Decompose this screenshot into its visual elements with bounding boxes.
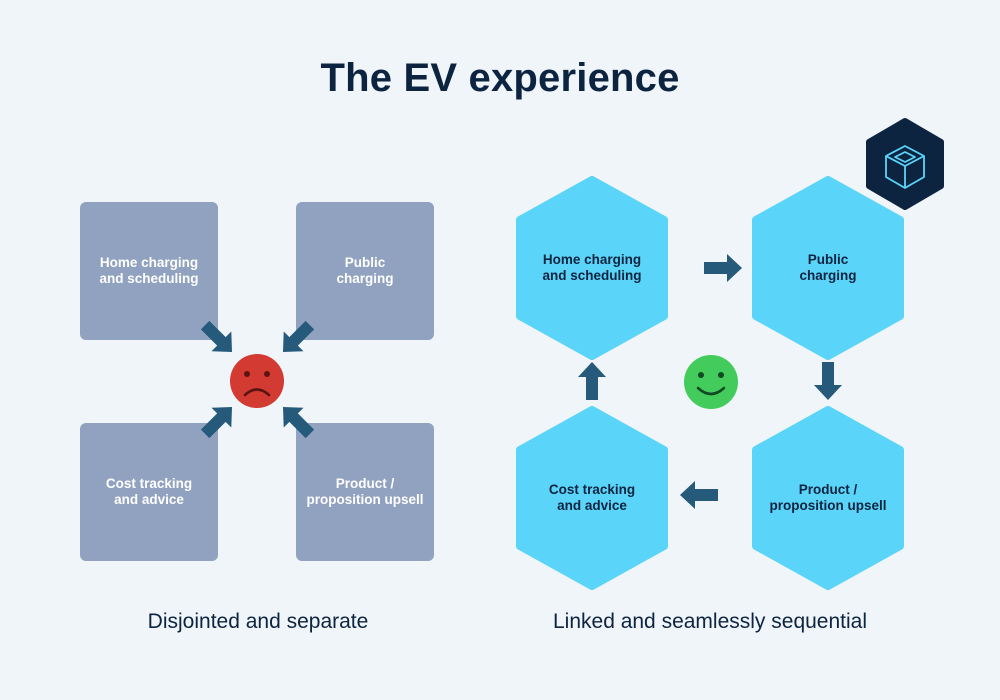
arrow-home-to-public-icon — [704, 254, 742, 282]
arrow-from-cost-icon — [195, 397, 242, 444]
box-home-charging-label: Home charging and scheduling — [99, 255, 199, 286]
box-home-charging: Home charging and scheduling — [80, 202, 218, 340]
hex-cost-tracking-label: Cost tracking and advice — [548, 482, 636, 513]
sad-face-icon — [230, 354, 284, 408]
arrow-product-to-cost-icon — [680, 481, 718, 509]
box-cost-tracking: Cost tracking and advice — [80, 423, 218, 561]
happy-face-icon — [684, 355, 738, 409]
hex-product-upsell-label: Product / proposition upsell — [769, 482, 887, 513]
hex-home-charging-label: Home charging and scheduling — [542, 252, 642, 283]
box-product-upsell-label: Product / proposition upsell — [306, 476, 424, 507]
hex-public-charging: Public charging — [752, 176, 904, 360]
page-title: The EV experience — [320, 56, 680, 100]
arrow-from-home-icon — [195, 315, 242, 362]
right-caption: Linked and seamlessly sequential — [552, 610, 868, 633]
hex-cost-tracking: Cost tracking and advice — [516, 406, 668, 590]
arrow-from-public-icon — [273, 315, 320, 362]
hex-public-charging-label: Public charging — [799, 252, 857, 283]
left-caption: Disjointed and separate — [147, 610, 369, 633]
hex-product-upsell: Product / proposition upsell — [752, 406, 904, 590]
box-cost-tracking-label: Cost tracking and advice — [105, 476, 193, 507]
box-public-charging-label: Public charging — [336, 255, 394, 286]
hex-home-charging: Home charging and scheduling — [516, 176, 668, 360]
cube-logo-icon — [866, 118, 944, 210]
arrow-cost-to-home-icon — [578, 362, 606, 400]
box-product-upsell: Product / proposition upsell — [296, 423, 434, 561]
box-public-charging: Public charging — [296, 202, 434, 340]
arrow-public-to-product-icon — [814, 362, 842, 400]
arrow-from-product-icon — [273, 397, 320, 444]
